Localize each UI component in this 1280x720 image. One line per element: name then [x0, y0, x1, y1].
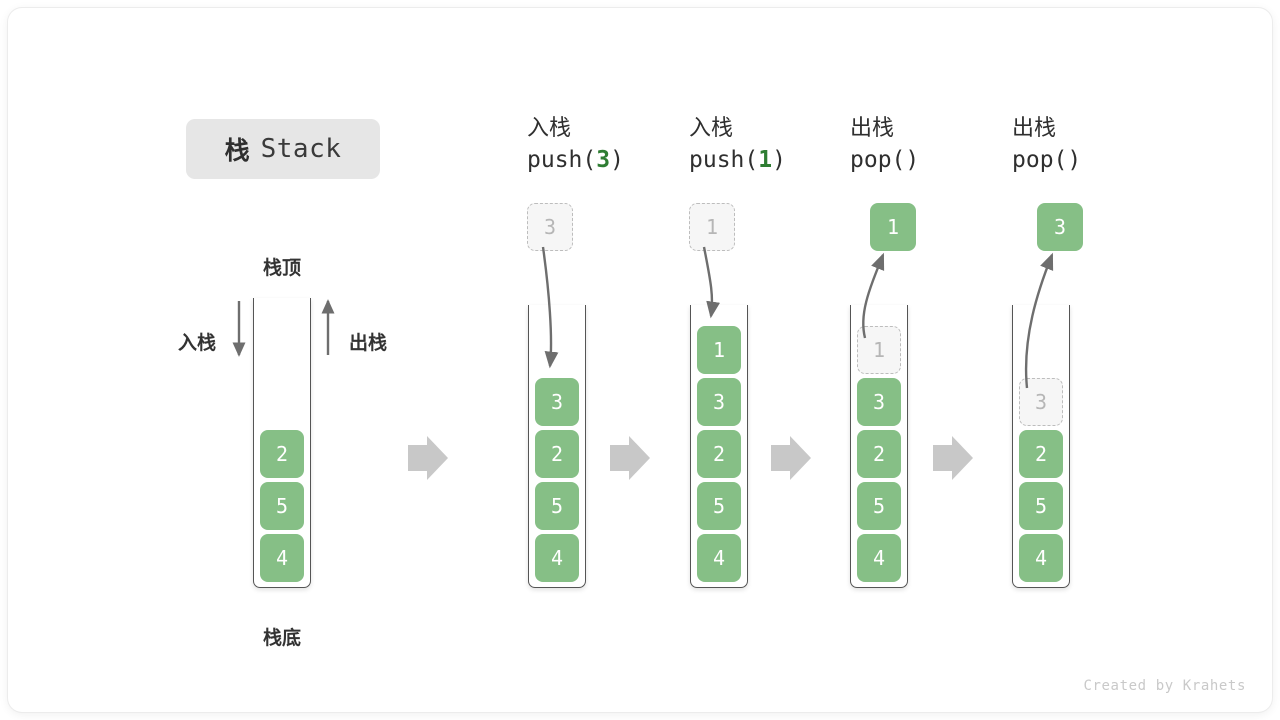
step-1-stack-cell: 2	[697, 430, 741, 478]
floating-element-1: 1	[689, 203, 735, 251]
step-label-0: 入栈 push(3)	[527, 114, 624, 176]
main-stack-cell: 4	[260, 534, 304, 582]
step-2-stack-cell: 1	[857, 326, 901, 374]
step-op-code-0: push(3)	[527, 147, 624, 173]
step-3-stack-cell: 3	[1019, 378, 1063, 426]
step-op-code-1: push(1)	[689, 147, 786, 173]
step-op-cjk-1: 入栈	[689, 116, 734, 141]
title-badge: 栈 Stack	[186, 119, 380, 179]
step-1-stack-cell: 4	[697, 534, 741, 582]
step-op-code-2: pop()	[850, 147, 920, 173]
title-latin: Stack	[260, 134, 342, 164]
step-op-cjk-3: 出栈	[1012, 116, 1057, 141]
step-1-stack-cell: 3	[697, 378, 741, 426]
step-3-stack-cell: 2	[1019, 430, 1063, 478]
credit-text: Created by Krahets	[1083, 678, 1246, 694]
step-2-stack-cell: 5	[857, 482, 901, 530]
step-0-stack-cell: 3	[535, 378, 579, 426]
step-0-stack-cell: 2	[535, 430, 579, 478]
floating-element-3: 3	[1037, 203, 1083, 251]
step-3-stack-cell: 5	[1019, 482, 1063, 530]
transition-arrow-3	[933, 436, 973, 480]
transition-arrow-2	[771, 436, 811, 480]
step-op-code-3: pop()	[1012, 147, 1082, 173]
step-0-stack-cell: 5	[535, 482, 579, 530]
transition-arrow-1	[610, 436, 650, 480]
stack-bottom-label: 栈底	[263, 627, 302, 649]
floating-element-2: 1	[870, 203, 916, 251]
floating-element-0: 3	[527, 203, 573, 251]
step-label-1: 入栈 push(1)	[689, 114, 786, 176]
step-0-stack-cell: 4	[535, 534, 579, 582]
arrows-overlay	[232, 246, 1054, 480]
step-op-cjk-0: 入栈	[527, 116, 572, 141]
step-1-stack-cell: 5	[697, 482, 741, 530]
transition-arrow-0	[408, 436, 448, 480]
step-2-stack-cell: 2	[857, 430, 901, 478]
stack-top-label: 栈顶	[263, 257, 302, 279]
step-label-3: 出栈 pop()	[1012, 114, 1081, 176]
main-stack-cell: 2	[260, 430, 304, 478]
step-label-2: 出栈 pop()	[850, 114, 919, 176]
step-2-stack-cell: 4	[857, 534, 901, 582]
step-1-stack-cell: 1	[697, 326, 741, 374]
step-2-stack-cell: 3	[857, 378, 901, 426]
title-cjk: 栈	[224, 136, 250, 165]
stack-pop-label: 出栈	[349, 332, 388, 354]
step-op-cjk-2: 出栈	[850, 116, 895, 141]
stack-push-label: 入栈	[178, 332, 217, 354]
step-3-stack-cell: 4	[1019, 534, 1063, 582]
main-stack-cell: 5	[260, 482, 304, 530]
